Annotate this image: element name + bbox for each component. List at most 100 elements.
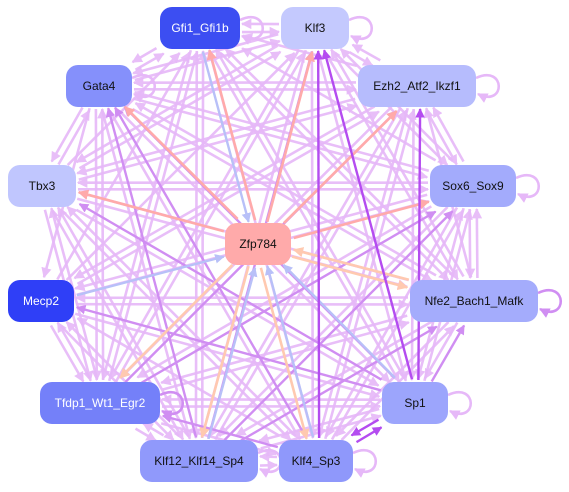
node-label: Tfdp1_Wt1_Egr2 xyxy=(55,396,146,410)
node-tfdp1[interactable]: Tfdp1_Wt1_Egr2 xyxy=(40,382,160,424)
edge-tfdp1-to-sox6 xyxy=(141,210,437,384)
edge-ezh2-to-klf4 xyxy=(316,107,409,439)
edge-gfi1-to-zfp784 xyxy=(201,51,251,223)
edge-nfe2-to-zfp784 xyxy=(292,247,410,281)
node-gata4[interactable]: Gata4 xyxy=(66,65,132,107)
edge-klf3-to-ezh2 xyxy=(348,51,374,67)
edge-ezh2-to-klf3 xyxy=(351,43,381,62)
edge-klf4-to-tfdp1 xyxy=(161,413,279,449)
node-ezh2[interactable]: Ezh2_Atf2_Ikzf1 xyxy=(358,65,476,107)
self-loop-sp1 xyxy=(447,391,472,420)
node-nfe2[interactable]: Nfe2_Bach1_Mafk xyxy=(410,280,538,322)
edge-sox6-to-gata4 xyxy=(133,89,430,172)
edge-zfp784-to-klf3 xyxy=(266,50,315,223)
edge-klf12-to-klf4 xyxy=(259,460,279,471)
edge-ezh2-to-mecp2 xyxy=(73,105,376,280)
edge-klf12-to-gata4 xyxy=(105,107,198,438)
edge-mecp2-to-tfdp1 xyxy=(49,324,85,383)
edge-ezh2-to-gfi1 xyxy=(241,33,358,68)
node-box xyxy=(382,382,448,424)
edge-ezh2-to-tbx3 xyxy=(76,97,356,176)
edge-zfp784-to-ezh2 xyxy=(282,110,398,225)
node-box xyxy=(160,7,240,49)
edge-sox6-to-ezh2 xyxy=(432,106,465,163)
node-klf4[interactable]: Klf4_Sp3 xyxy=(279,440,353,482)
self-loop-gata4 xyxy=(131,74,156,103)
node-label: Gata4 xyxy=(83,79,116,93)
node-box xyxy=(279,440,353,482)
node-box xyxy=(66,65,132,107)
edge-gfi1-to-nfe2 xyxy=(219,52,450,282)
node-mecp2[interactable]: Mecp2 xyxy=(8,280,74,322)
self-loop-layer xyxy=(131,16,562,478)
edge-sp1-to-zfp784 xyxy=(282,264,396,379)
node-label: Mecp2 xyxy=(23,294,59,308)
node-box xyxy=(410,280,538,322)
self-loop-tfdp1 xyxy=(159,391,184,420)
edge-gata4-to-klf12 xyxy=(100,109,193,440)
self-loop-sox6 xyxy=(515,174,540,203)
edge-tfdp1-to-mecp2 xyxy=(56,321,92,380)
edge-tfdp1-to-klf12 xyxy=(134,427,157,442)
node-box xyxy=(140,440,258,482)
edge-klf3-to-klf4 xyxy=(307,50,318,440)
edge-klf4-to-zfp784 xyxy=(264,265,315,438)
node-klf12[interactable]: Klf12_Klf14_Sp4 xyxy=(140,440,258,482)
node-tbx3[interactable]: Tbx3 xyxy=(8,165,76,207)
edge-sp1-to-klf3 xyxy=(321,49,414,380)
edge-zfp784-to-gfi1 xyxy=(206,49,257,221)
node-sox6[interactable]: Sox6_Sox9 xyxy=(430,165,516,207)
edge-tbx3-to-gfi1 xyxy=(66,52,181,167)
edge-zfp784-to-klf4 xyxy=(259,267,310,440)
edge-klf4-to-sp1 xyxy=(355,426,383,444)
edge-zfp784-to-gata4 xyxy=(123,105,239,220)
self-loop-klf4 xyxy=(352,449,377,478)
edge-tfdp1-to-tbx3 xyxy=(48,207,99,380)
edge-nfe2-to-gata4 xyxy=(134,101,437,277)
node-label: Nfe2_Bach1_Mafk xyxy=(425,294,525,308)
node-gfi1[interactable]: Gfi1_Gfi1b xyxy=(160,7,240,49)
edge-sox6-to-klf4 xyxy=(325,206,459,438)
edge-sox6-to-klf12 xyxy=(218,205,449,437)
node-label: Ezh2_Atf2_Ikzf1 xyxy=(373,79,461,93)
edge-klf4-to-gata4 xyxy=(114,106,307,438)
edge-nfe2-to-sp1 xyxy=(423,321,459,380)
edge-klf12-to-zfp784 xyxy=(207,266,258,440)
edge-sp1-to-tbx3 xyxy=(78,202,383,381)
edge-klf12-to-sox6 xyxy=(223,210,454,441)
node-label: Sox6_Sox9 xyxy=(442,179,504,193)
edge-nfe2-to-sox6 xyxy=(471,207,483,279)
edge-klf4-to-klf12 xyxy=(258,451,278,462)
edge-klf3-to-tfdp1 xyxy=(109,48,301,380)
edge-tbx3-to-gata4 xyxy=(57,109,91,166)
edge-zfp784-to-sox6 xyxy=(293,199,430,240)
center-node-zfp784[interactable]: Zfp784 xyxy=(225,223,291,265)
edge-gata4-to-klf4 xyxy=(108,109,302,441)
edge-mecp2-to-zfp784 xyxy=(76,254,225,297)
edge-klf3-to-nfe2 xyxy=(324,51,459,281)
edge-klf12-to-ezh2 xyxy=(214,109,408,441)
node-sp1[interactable]: Sp1 xyxy=(382,382,448,424)
edge-gfi1-to-klf12 xyxy=(190,50,202,440)
edge-gfi1-to-tfdp1 xyxy=(100,49,193,381)
edge-klf3-to-gata4 xyxy=(132,33,279,76)
edge-zfp784-to-tfdp1 xyxy=(119,263,234,379)
node-label: Gfi1_Gfi1b xyxy=(171,21,229,35)
edge-klf4-to-klf3 xyxy=(313,50,324,439)
edge-mecp2-to-klf3 xyxy=(65,52,296,282)
edge-sox6-to-nfe2 xyxy=(464,208,476,280)
edge-ezh2-to-sox6 xyxy=(425,109,458,166)
node-klf3[interactable]: Klf3 xyxy=(281,7,349,49)
node-box xyxy=(225,223,291,265)
node-label: Sp1 xyxy=(404,396,426,410)
edge-sox6-to-tfdp1 xyxy=(136,205,432,379)
node-label: Klf12_Klf14_Sp4 xyxy=(154,454,244,468)
edge-klf3-to-sox6 xyxy=(334,52,449,167)
edge-klf12-to-gfi1 xyxy=(197,49,209,439)
edge-tfdp1-to-gata4 xyxy=(97,107,108,381)
node-box xyxy=(40,382,160,424)
edge-gfi1-to-gata4 xyxy=(131,46,158,64)
edge-gfi1-to-sp1 xyxy=(209,51,401,383)
node-label: Tbx3 xyxy=(29,179,56,193)
